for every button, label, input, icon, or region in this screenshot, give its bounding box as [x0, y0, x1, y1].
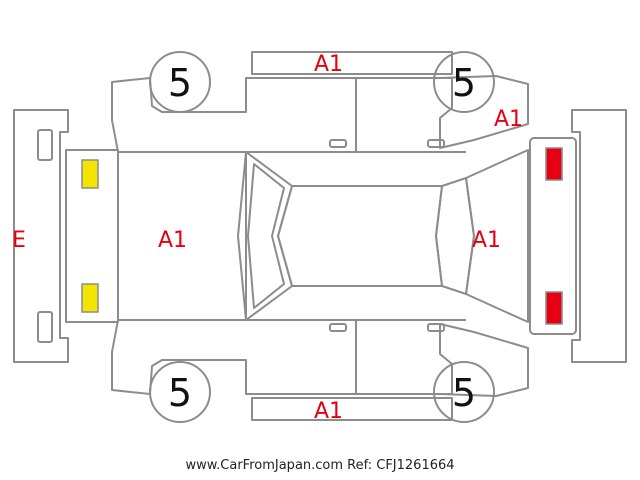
tire-rear-right-number: 5	[452, 371, 476, 415]
label-hood: A1	[158, 228, 187, 253]
tire-front-left-number: 5	[168, 61, 192, 105]
top-rear-handle	[427, 139, 445, 148]
taillight-bottom	[545, 291, 563, 325]
front-bumper-panel	[13, 109, 69, 363]
top-side-rear-profile	[356, 75, 529, 149]
front-bumper-slot-top	[37, 129, 53, 161]
top-front-handle	[329, 139, 347, 148]
watermark-footer: www.CarFromJapan.com Ref: CFJ1261664	[185, 458, 455, 473]
top-side-profile	[111, 77, 357, 153]
label-roof-top: A1	[314, 52, 343, 77]
bottom-front-handle	[329, 323, 347, 332]
tire-rear-left-number: 5	[452, 61, 476, 105]
rear-lamp-panel	[529, 137, 577, 335]
top-sill	[251, 51, 453, 75]
label-tailgate: A1	[472, 228, 501, 253]
bottom-sill	[251, 397, 453, 421]
label-front-bumper: E	[12, 228, 26, 253]
tire-front-right-number: 5	[168, 371, 192, 415]
bottom-side-rear-profile	[356, 323, 529, 397]
taillight-top	[545, 147, 563, 181]
tire-front-left	[149, 51, 211, 113]
bottom-side-profile	[111, 319, 357, 395]
windshield-inner	[247, 163, 285, 309]
roof-panel	[277, 185, 443, 287]
tire-rear-right	[433, 361, 495, 423]
tire-front-right	[149, 361, 211, 423]
headlight-bottom	[81, 283, 99, 313]
bottom-rear-handle	[427, 323, 445, 332]
headlight-top	[81, 159, 99, 189]
label-rear-quarter: A1	[494, 107, 523, 132]
rear-bumper-panel	[571, 109, 627, 363]
front-bumper-slot-bottom	[37, 311, 53, 343]
label-roof-bottom: A1	[314, 399, 343, 424]
tailgate-panel	[465, 149, 529, 323]
tire-rear-left	[433, 51, 495, 113]
